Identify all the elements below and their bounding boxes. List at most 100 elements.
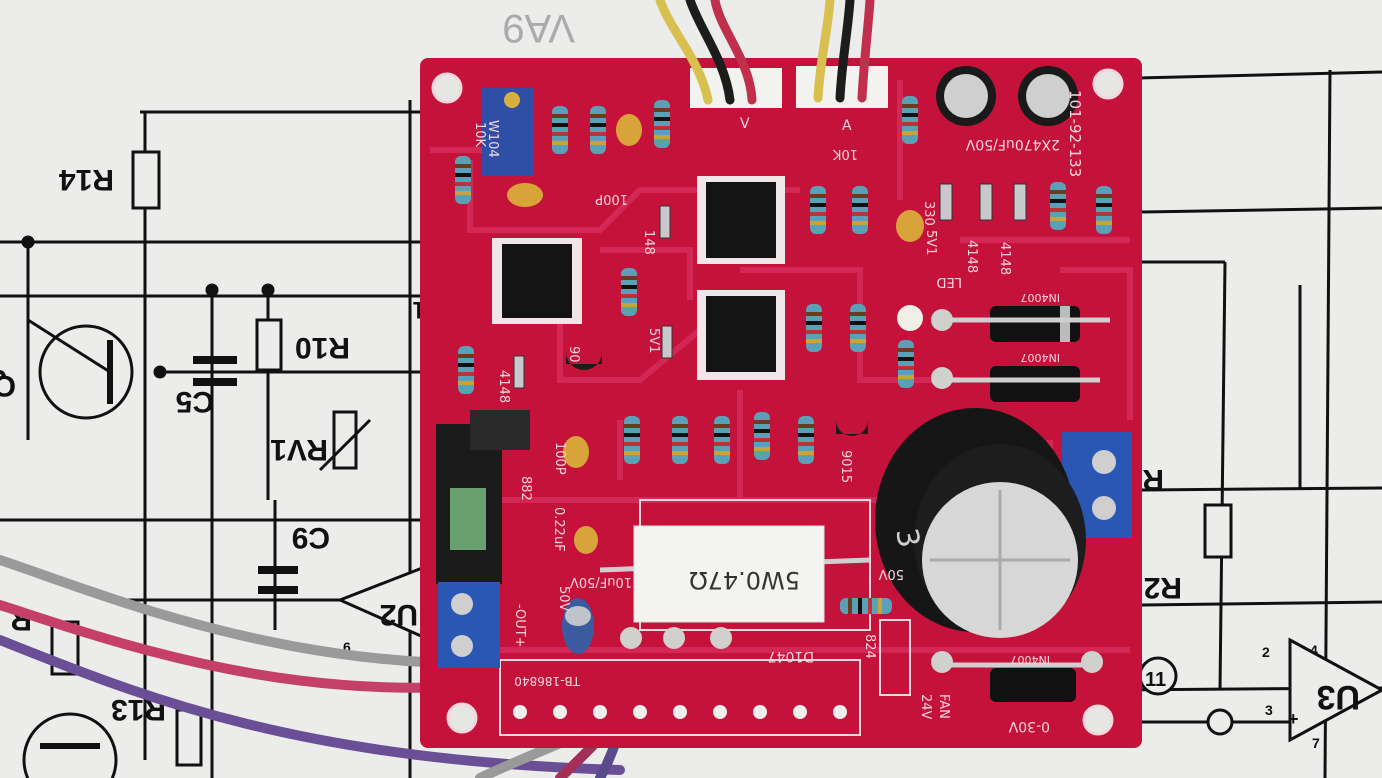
resistor-band [754,429,770,433]
main-capacitor [875,408,1086,638]
resistor-band [898,375,914,379]
silk-9015: 9015 [838,450,853,483]
resistor [590,106,606,154]
resistor [552,106,568,154]
resistor-band [624,442,640,446]
resistor-band [590,132,606,136]
resistor-band [798,451,814,455]
label-rv1: RV1 [270,433,328,466]
resistor-band [624,451,640,455]
resistor [1096,186,1112,234]
resistor-band [552,123,568,127]
resistor-band [1096,212,1112,216]
silk-led: LED [937,274,962,289]
screw-pads [620,309,1103,673]
led [897,305,923,331]
resistor-band [868,598,872,614]
resistor-band [672,451,688,455]
resistor [806,304,822,352]
label-u3-pin7: 7 [1312,735,1320,751]
resistor [850,304,866,352]
label-c9: C9 [292,521,330,554]
small-electrolytic [562,598,594,654]
top-capacitors [936,66,1078,126]
resistor-band [806,312,822,316]
resistor-band [810,221,826,225]
power-diodes [940,306,1110,702]
resistor-band [754,420,770,424]
resistor-marking: 5W0.47Ω [689,566,800,594]
resistor-band [624,424,640,428]
resistor-band [590,114,606,118]
resistor-band [1050,199,1066,203]
resistor-band [714,433,730,437]
resistor-band [806,339,822,343]
silk-in4007-b: IN4007 [1021,291,1060,304]
resistor [654,100,670,148]
resistor [898,340,914,388]
label-c5: C5 [176,385,214,418]
resistor-band [455,173,471,177]
ic-u3 [697,290,785,380]
resistor [458,346,474,394]
resistor-band [798,442,814,446]
resistor [621,268,637,316]
resistor-band [672,424,688,428]
silk-330: 330 [921,201,936,226]
resistor-band [878,598,882,614]
silk-90: 90 [566,346,581,363]
silk-50v-b: 50V [878,566,904,581]
resistor-band [1096,203,1112,207]
silk-5v1-b: 5V1 [646,328,661,353]
silk-148: 148 [641,230,656,255]
silk-50v: 50V [556,586,571,612]
resistor [852,186,868,234]
resistor-band [902,131,918,135]
resistor-band [458,372,474,376]
resistor-band [902,113,918,117]
resistor-band [902,104,918,108]
resistor-band [458,354,474,358]
silk-trim: 10K [472,122,487,148]
resistor-band [624,433,640,437]
resistor [455,156,471,204]
resistors [455,96,1112,614]
resistor-band [850,312,866,316]
resistor-band [850,330,866,334]
resistor-band [852,194,868,198]
resistor-band [552,114,568,118]
resistor-band [672,433,688,437]
ceramic-capacitors [507,114,924,554]
resistor [798,416,814,464]
resistor-band [590,123,606,127]
resistor-band [898,357,914,361]
resistor-band [852,221,868,225]
resistor-band [850,321,866,325]
resistor-band [455,182,471,186]
label-q: Q [0,369,16,402]
silk-d1047: D1047 [768,648,814,664]
label-node-11: 11 [1145,669,1166,691]
power-resistor [599,525,871,623]
resistor-band [852,203,868,207]
silk-4148-b: 4148 [997,242,1012,275]
label-r10: R10 [295,331,350,364]
label-u3-pin4: 4 [1310,642,1318,658]
resistor-band [898,348,914,352]
resistor [714,416,730,464]
resistor-band [806,321,822,325]
heatsink [436,410,530,584]
resistor-band [898,366,914,370]
silk-100p-a: 100P [552,442,567,475]
resistor-band [458,381,474,385]
resistor-band [458,363,474,367]
resistor-band [810,212,826,216]
silk-a: A [842,118,852,134]
resistor-band [654,117,670,121]
resistor-band [621,303,637,307]
resistor-band [806,330,822,334]
resistor [754,412,770,460]
transistors [566,352,868,436]
resistor-band [621,294,637,298]
